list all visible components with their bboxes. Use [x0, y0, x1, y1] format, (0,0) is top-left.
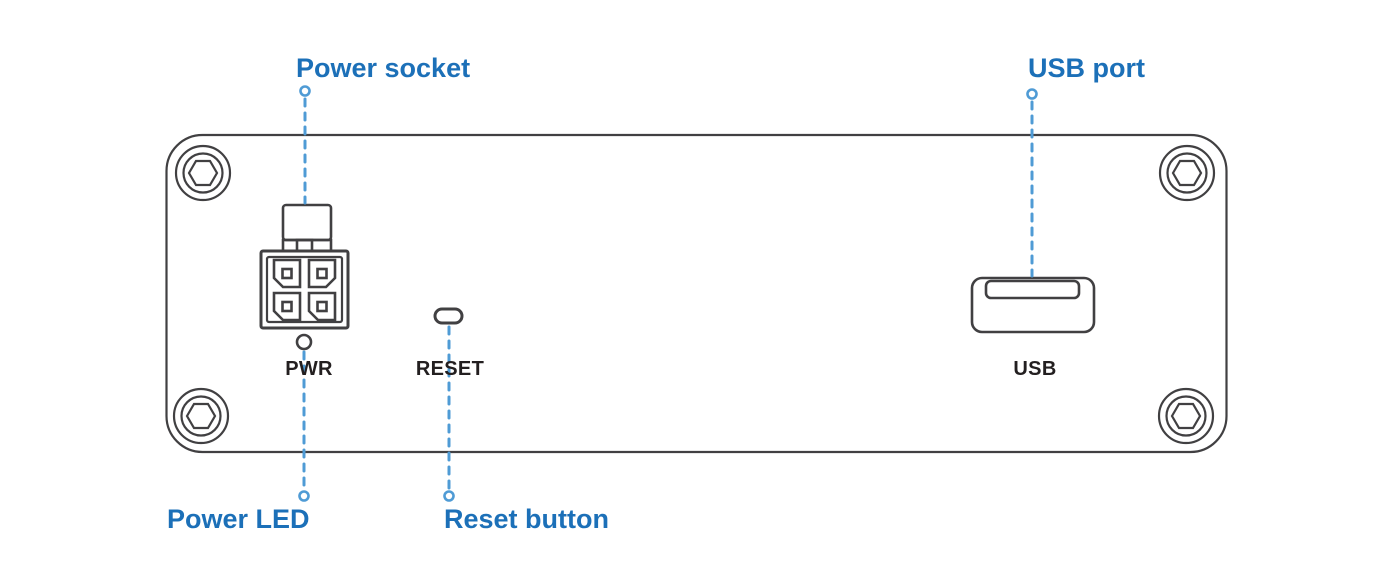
- corner-screw-top-right: [1158, 144, 1216, 202]
- device-body-outline: [165, 133, 1228, 454]
- corner-screw-bottom-right: [1157, 387, 1215, 445]
- callout-label-power-socket: Power socket: [296, 53, 471, 83]
- panel-label-usb: USB: [1013, 358, 1057, 380]
- callout-dot-reset-button: [443, 490, 455, 502]
- callout-dot-power-socket: [299, 85, 311, 97]
- panel-label-pwr: PWR: [285, 358, 333, 380]
- callout-dot-usb-port: [1026, 88, 1038, 100]
- callout-label-power-led: Power LED: [167, 504, 310, 534]
- reset-pinhole: [433, 307, 464, 325]
- panel-label-reset: RESET: [415, 358, 485, 380]
- usb-port-connector: [970, 276, 1096, 334]
- callout-dot-power-led: [298, 490, 310, 502]
- callout-label-usb-port: USB port: [1028, 53, 1145, 83]
- corner-screw-top-left: [174, 144, 232, 202]
- power-led-indicator: [295, 333, 313, 351]
- corner-screw-bottom-left: [172, 387, 230, 445]
- callout-label-reset-button: Reset button: [444, 504, 609, 534]
- power-socket-connector: [259, 203, 350, 330]
